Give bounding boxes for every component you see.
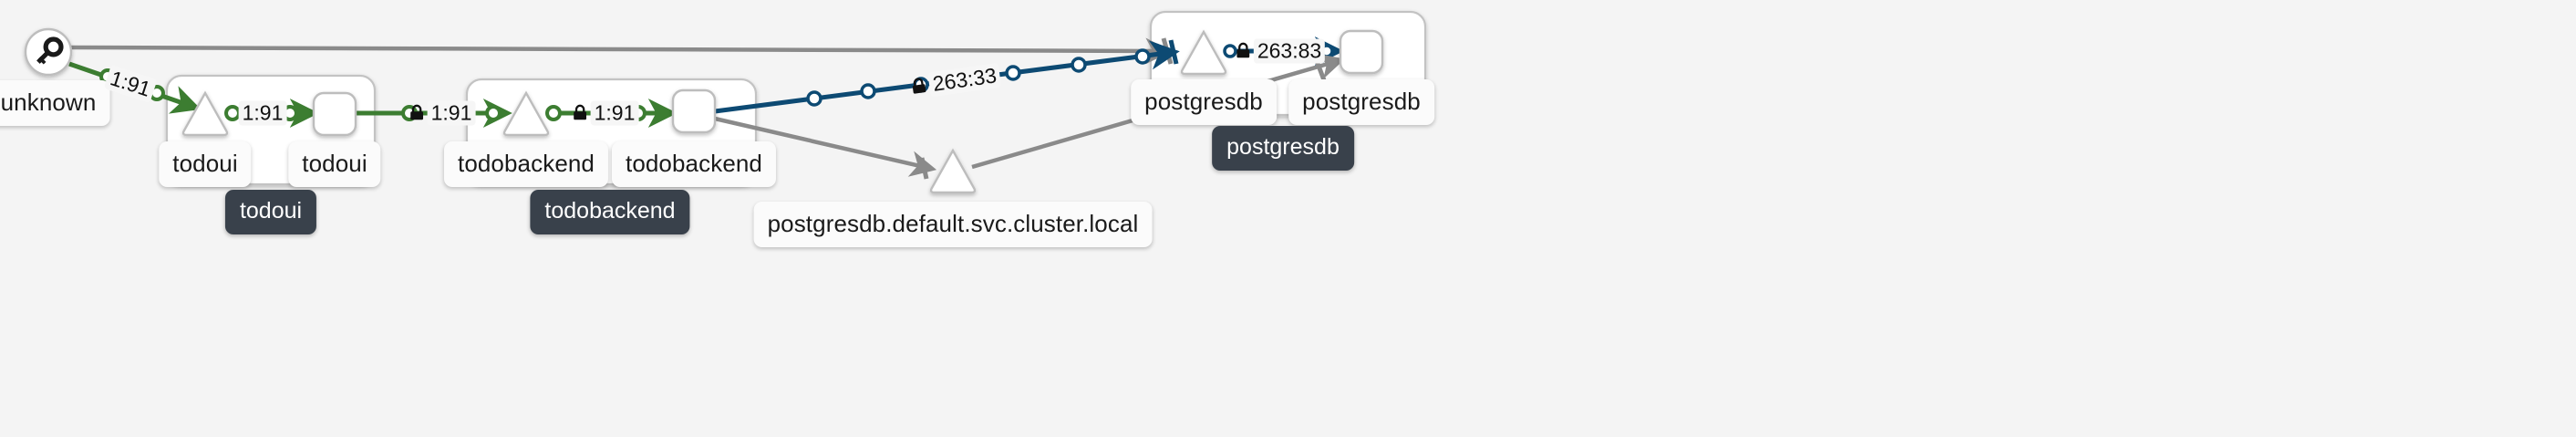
edge-label-postgresdb-service-to-workload: 263:83 — [1236, 38, 1326, 64]
edge-label-text: 1:91 — [427, 100, 476, 126]
node-label-postgresdb-service: postgresdb — [1131, 79, 1277, 125]
group-badge-todoui[interactable]: todoui — [224, 190, 317, 234]
node-label-todobackend-service: todobackend — [443, 141, 609, 187]
node-todobackend-service[interactable] — [502, 90, 550, 137]
nodes — [24, 27, 1384, 194]
node-postgresdb-workload[interactable] — [1339, 29, 1384, 75]
lock-icon — [574, 104, 587, 120]
node-label-unknown: unknown — [0, 80, 110, 126]
node-postgresdb-service[interactable] — [1180, 29, 1227, 76]
node-unknown[interactable] — [24, 27, 73, 77]
edge-todobackend-workload-to-postgresdb-external[interactable] — [714, 116, 937, 180]
node-todobackend-workload[interactable] — [671, 88, 717, 134]
key-icon — [36, 36, 64, 65]
node-label-todoui-service: todoui — [159, 141, 252, 187]
edge-unknown-to-postgresdb-service[interactable] — [70, 37, 1174, 65]
node-label-postgresdb-workload: postgresdb — [1288, 79, 1434, 125]
edge-label-todobackend-workload-to-postgresdb-service: 263:33 — [909, 62, 1002, 99]
lock-icon — [1236, 42, 1250, 58]
edge-label-text: 263:83 — [1253, 38, 1326, 64]
lock-icon — [410, 104, 424, 120]
edge-label-todoui-workload-to-todobackend-service: 1:91 — [409, 100, 476, 126]
node-postgresdb-external[interactable] — [929, 148, 977, 194]
group-badge-postgresdb[interactable]: postgresdb — [1212, 126, 1354, 171]
node-todoui-service[interactable] — [181, 90, 229, 137]
edge-label-todobackend-service-to-workload: 1:91 — [573, 100, 639, 126]
node-todoui-workload[interactable] — [312, 91, 357, 137]
edge-label-todoui-service-to-workload: 1:91 — [238, 100, 287, 126]
node-label-todobackend-workload: todobackend — [611, 141, 777, 187]
lock-icon — [912, 78, 926, 94]
group-badge-todobackend[interactable]: todobackend — [530, 190, 690, 234]
node-label-todoui-workload: todoui — [288, 141, 381, 187]
node-label-postgresdb-external: postgresdb.default.svc.cluster.local — [753, 202, 1153, 247]
edge-label-text: 1:91 — [590, 100, 639, 126]
